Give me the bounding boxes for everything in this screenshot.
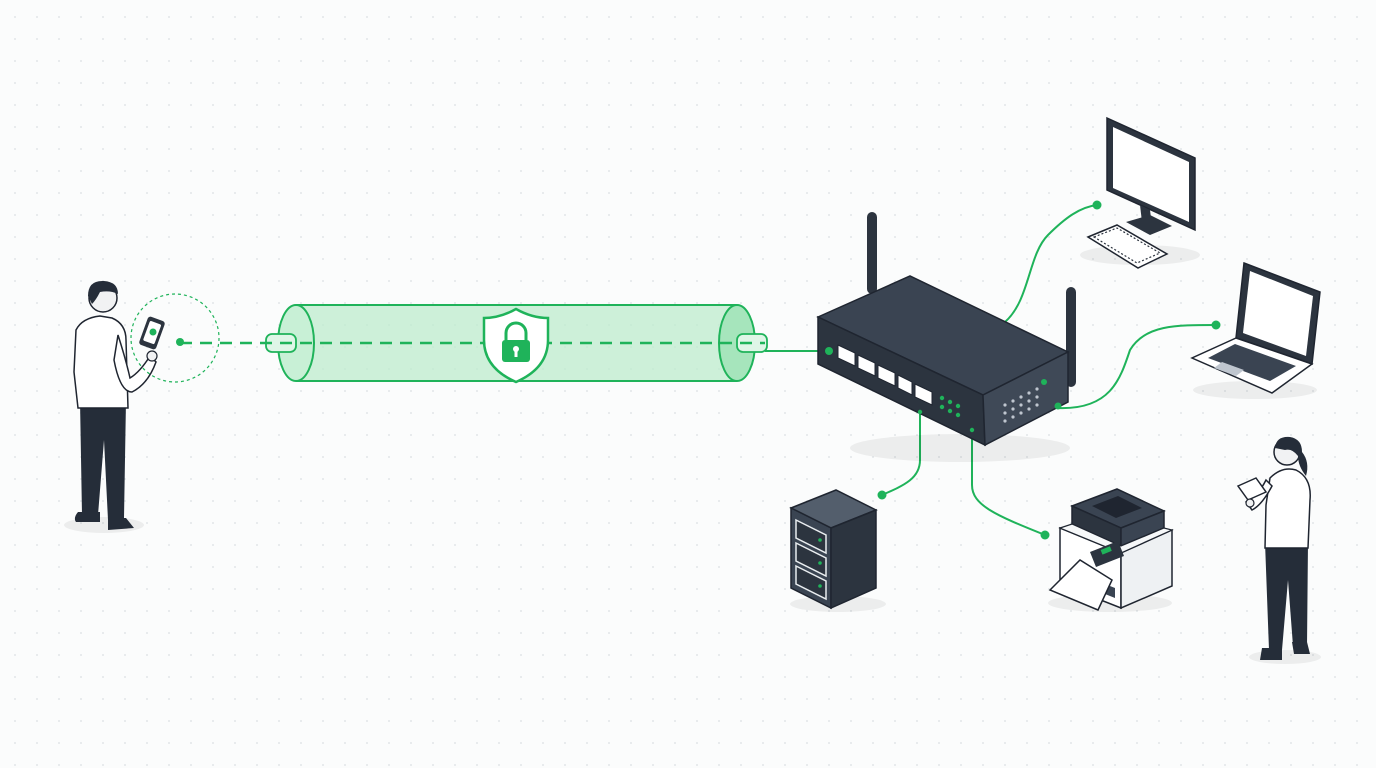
vpn-tunnel: [180, 304, 768, 384]
server-leds: [818, 538, 822, 588]
router-port-1: [837, 344, 856, 367]
remote-user-shoe-left: [74, 512, 100, 522]
laptop-icon: [1190, 261, 1321, 399]
printer-connection-dot: [1040, 530, 1050, 540]
router-antenna-left: [867, 212, 877, 294]
printer-paper: [1048, 559, 1113, 611]
router-icon: [816, 212, 1076, 462]
remote-user-hair: [88, 280, 118, 304]
desktop-connection-dot: [1092, 200, 1102, 210]
server-tower-icon: [789, 489, 887, 612]
printer-control-panel: [1090, 541, 1124, 567]
link-router-laptop: [1057, 324, 1217, 410]
printer-icon: [1040, 488, 1174, 612]
connection-lines: [765, 204, 1217, 536]
router-port-5: [914, 383, 933, 406]
server-connection-dot: [877, 490, 887, 500]
smartphone-icon: [139, 316, 165, 350]
local-user-shoe-right: [1292, 642, 1310, 654]
remote-user-legs: [80, 400, 126, 520]
desktop-screen: [1113, 127, 1189, 222]
router-port-dot-laptop: [1054, 402, 1062, 410]
local-user-shoe-left: [1260, 648, 1282, 660]
laptop-keyboard: [1208, 344, 1296, 381]
remote-user: [64, 280, 165, 533]
laptop-connection-dot: [1211, 320, 1221, 330]
desktop-keyboard-keys: [1092, 227, 1162, 264]
link-router-printer: [971, 425, 1046, 536]
router-port-dot-tunnel: [825, 347, 833, 355]
desktop-computer-icon: [1080, 116, 1200, 269]
router-status-leds: [917, 395, 975, 433]
local-user-hair: [1275, 436, 1308, 476]
laptop-trackpad: [1214, 362, 1244, 376]
router-port-3: [877, 364, 896, 387]
server-drive-bays: [795, 518, 827, 601]
remote-user-hand: [146, 350, 158, 362]
shield-lock-icon: [482, 307, 550, 384]
desktop-keyboard: [1086, 224, 1169, 269]
link-router-desktop: [1004, 204, 1098, 323]
link-router-server: [881, 398, 921, 496]
local-user-shirt: [1264, 468, 1311, 549]
printer-feeder-slot: [1092, 496, 1142, 518]
local-user-legs: [1265, 542, 1308, 650]
remote-user-shirt: [73, 315, 129, 409]
printer-display: [1100, 546, 1112, 555]
server-side: [830, 508, 877, 610]
router-port-2: [857, 354, 876, 377]
remote-user-shoe-right: [108, 518, 134, 530]
desktop-base: [1126, 215, 1172, 235]
remote-user-arm: [113, 334, 157, 393]
router-port-dot-desktop: [1041, 379, 1047, 385]
router-vents: [1003, 387, 1039, 423]
laptop-screen: [1243, 271, 1313, 356]
local-user-hand: [1245, 498, 1255, 508]
local-user: [1236, 436, 1321, 664]
router-port-4: [897, 374, 913, 396]
tablet-icon: [1236, 477, 1268, 501]
router-lan-ports: [837, 344, 933, 406]
